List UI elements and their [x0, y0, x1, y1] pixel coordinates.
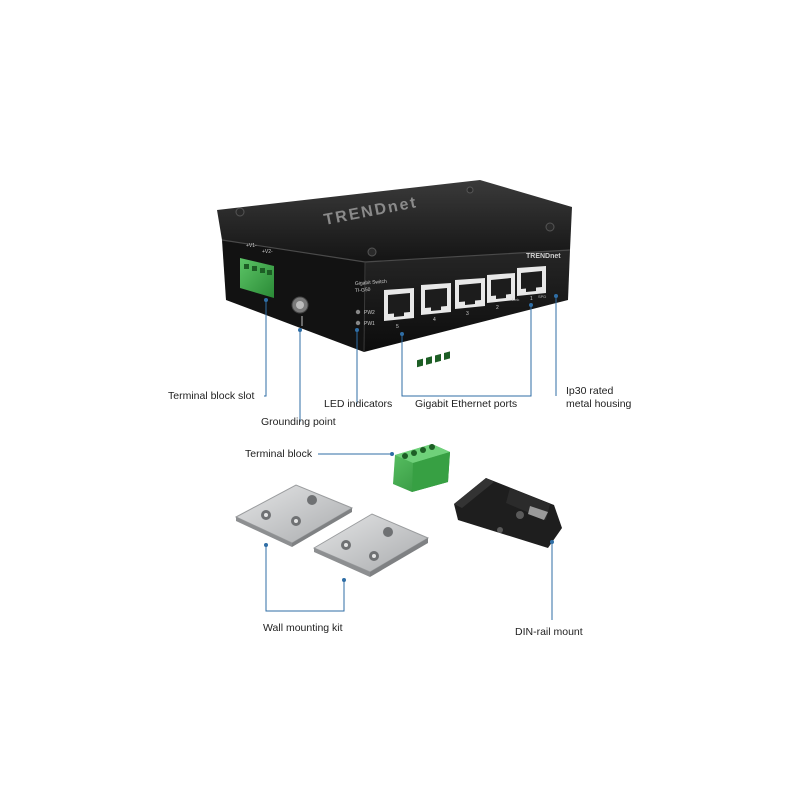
label-grounding-point: Grounding point	[261, 416, 336, 428]
product-line-2: TI-G50	[355, 287, 371, 294]
port-4: 4	[421, 283, 451, 323]
led-pw2-icon	[355, 309, 361, 315]
callout-line-wall-kit	[265, 545, 345, 612]
port-5: 5	[384, 288, 414, 330]
hole-icon	[497, 527, 503, 533]
label-gigabit-ports: Gigabit Ethernet ports	[415, 398, 518, 410]
screw-icon	[367, 247, 377, 257]
port-number: 4	[433, 317, 436, 323]
label-din-rail-mount: DIN-rail mount	[515, 626, 583, 638]
callout-lines	[264, 294, 558, 620]
port-1: 1	[517, 266, 546, 302]
led-label: PW2	[364, 310, 375, 316]
label-wall-mounting-kit: Wall mounting kit	[263, 622, 343, 634]
wall-mount-plate-right	[312, 513, 430, 577]
label-led-indicators: LED indicators	[324, 398, 393, 410]
label-ip30-line1: Ip30 rated	[566, 385, 614, 397]
screw-icon	[545, 222, 555, 232]
callout-line-ports	[401, 305, 532, 397]
port-number: 2	[496, 305, 499, 311]
port-link-label: Link	[512, 297, 519, 302]
screw-icon	[235, 207, 245, 217]
callout-line-terminal-slot	[264, 300, 267, 397]
terminal-block-part	[393, 351, 450, 492]
port-number: 3	[466, 311, 469, 317]
front-logo: TRENDnet	[526, 253, 561, 260]
grounding-screw-icon	[291, 296, 309, 326]
power-label: +V1-	[246, 243, 257, 249]
switch-housing: TRENDnet TRENDnet Gigabit Switch TI-G50 …	[217, 180, 572, 353]
port-number: 1	[530, 296, 533, 302]
port-spd-label: SPD	[538, 294, 546, 299]
hole-icon	[516, 511, 524, 519]
din-rail-mount-part	[454, 478, 562, 548]
label-terminal-block-slot: Terminal block slot	[168, 390, 255, 402]
product-line-1: Gigabit Switch	[355, 279, 388, 287]
power-label: +V2-	[262, 249, 273, 255]
wall-mount-plate-left	[234, 484, 354, 547]
terminal-block-slot	[240, 258, 274, 298]
housing-top-face	[217, 180, 572, 262]
port-2: 2	[487, 273, 515, 311]
label-ip30-line2: metal housing	[566, 398, 632, 410]
label-terminal-block: Terminal block	[245, 448, 313, 460]
screw-icon	[466, 186, 474, 194]
port-3: 3	[455, 278, 485, 317]
led-label: PW1	[364, 321, 375, 327]
hole-icon	[383, 527, 393, 537]
led-pw1-icon	[355, 320, 361, 326]
hole-icon	[307, 495, 317, 505]
port-number: 5	[396, 324, 399, 330]
